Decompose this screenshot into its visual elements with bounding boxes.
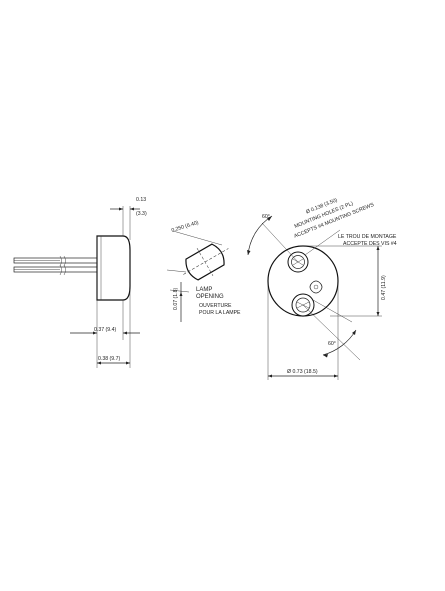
lamp-opening-view	[183, 243, 229, 281]
dim-side-body: 0.37 (9.4)	[94, 327, 116, 333]
dim-front-height: 0.47 (11.9)	[381, 275, 387, 300]
dim-lamp-small: 0.07 (1.8)	[173, 288, 179, 310]
dim-side-top-metric: (3.3)	[136, 211, 147, 217]
label-lamp-opening-2: OPENING	[196, 294, 224, 300]
side-view: 0.13 (3.3) 0.37 (9.4) 0.38 (9.7)	[13, 197, 147, 368]
lamp-contact	[309, 280, 323, 294]
lead-wires	[13, 255, 98, 276]
label-trou-2: ACCEPTE DES VIS #4	[343, 241, 397, 247]
dim-side-overall: 0.38 (9.7)	[98, 356, 120, 362]
dim-side-top: 0.13	[136, 197, 146, 203]
dim-angle-bottom: 60°	[328, 341, 336, 347]
label-lamp-fr-2: POUR LA LAMPE	[199, 310, 241, 316]
side-body	[96, 235, 131, 301]
label-lamp-fr-1: OUVERTURE	[199, 303, 232, 309]
dim-angle-top: 60°	[262, 214, 270, 220]
dim-lamp-diam: 0.250 (6.40)	[171, 220, 200, 234]
mounting-hole-notes: Ø 0.138 (3.50) MOUNTING HOLES (2 PL) ACC…	[293, 197, 375, 239]
front-view: 0.47 (11.9) Ø 0.73 (18.5) 60° 60°	[247, 214, 387, 380]
lamp-opening-outline	[185, 243, 225, 281]
label-trou-1: LE TROU DE MONTAGE	[338, 234, 397, 240]
label-lamp-opening-1: LAMP	[196, 287, 212, 293]
dim-front-diam: Ø 0.73 (18.5)	[287, 369, 318, 375]
